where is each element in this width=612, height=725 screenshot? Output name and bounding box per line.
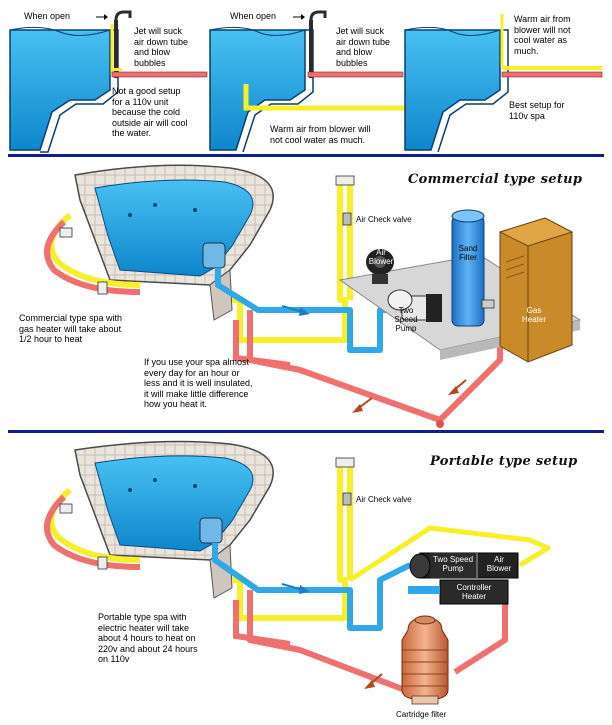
controller-heater-icon bbox=[408, 579, 509, 605]
commercial-pipes bbox=[215, 175, 503, 428]
portable-pump-label: Two Speed Pump bbox=[432, 555, 474, 573]
divider-top bbox=[8, 154, 604, 157]
gas-heater-label: Gas Heater bbox=[521, 306, 546, 324]
panel-2-caption: Warm air from blower will not cool water… bbox=[270, 124, 371, 145]
panel-3-caption: Best setup for 110v spa bbox=[509, 100, 565, 121]
commercial-note: If you use your spa almost every day for… bbox=[144, 357, 253, 409]
top-panel-3 bbox=[404, 14, 603, 153]
spa-wall-3 bbox=[404, 29, 501, 151]
when-open-label-1: When open bbox=[24, 11, 71, 21]
commercial-equipment bbox=[338, 209, 582, 363]
pump-icon bbox=[387, 289, 442, 322]
jet-note-2: Jet will suck air down tube and blow bub… bbox=[336, 26, 391, 68]
sand-filter-icon bbox=[451, 209, 495, 327]
commercial-pump-label: Two Speed Pump bbox=[394, 306, 418, 333]
pump-blower-icon bbox=[409, 552, 519, 579]
spa-wall-1 bbox=[9, 29, 111, 151]
top-panel-2 bbox=[209, 10, 405, 153]
panel-1-caption: Not a good setup for a 110v unit because… bbox=[112, 86, 188, 138]
commercial-spa bbox=[43, 164, 274, 321]
commercial-air-check-valve: Air Check valve bbox=[356, 215, 412, 224]
jet-note-1: Jet will suck air down tube and blow bub… bbox=[134, 26, 189, 68]
cartridge-filter-icon bbox=[401, 615, 449, 705]
top-panel-1 bbox=[9, 10, 208, 153]
when-open-label-2: When open bbox=[230, 11, 277, 21]
sand-filter-label: Sand Filter bbox=[458, 244, 478, 262]
air-blower-icon bbox=[366, 249, 394, 284]
portable-caption: Portable type spa with electric heater w… bbox=[98, 612, 198, 664]
controller-heater-label: Controller Heater bbox=[456, 583, 492, 601]
gas-heater-icon bbox=[498, 217, 574, 363]
spa-wall-2 bbox=[209, 29, 306, 151]
portable-title: Portable type setup bbox=[430, 454, 578, 469]
portable-air-blower-label: Air Blower bbox=[486, 555, 512, 573]
portable-air-check-valve: Air Check valve bbox=[356, 495, 412, 504]
commercial-air-blower-label: Air Blower bbox=[368, 248, 394, 266]
divider-middle bbox=[8, 430, 604, 433]
commercial-caption: Commercial type spa with gas heater will… bbox=[19, 313, 123, 344]
warm-air-note-3: Warm air from blower will not cool water… bbox=[514, 14, 571, 56]
portable-equipment bbox=[401, 552, 519, 705]
portable-spa bbox=[43, 440, 274, 599]
commercial-title: Commercial type setup bbox=[408, 172, 583, 187]
cartridge-filter-label: Cartridge filter bbox=[396, 710, 447, 719]
